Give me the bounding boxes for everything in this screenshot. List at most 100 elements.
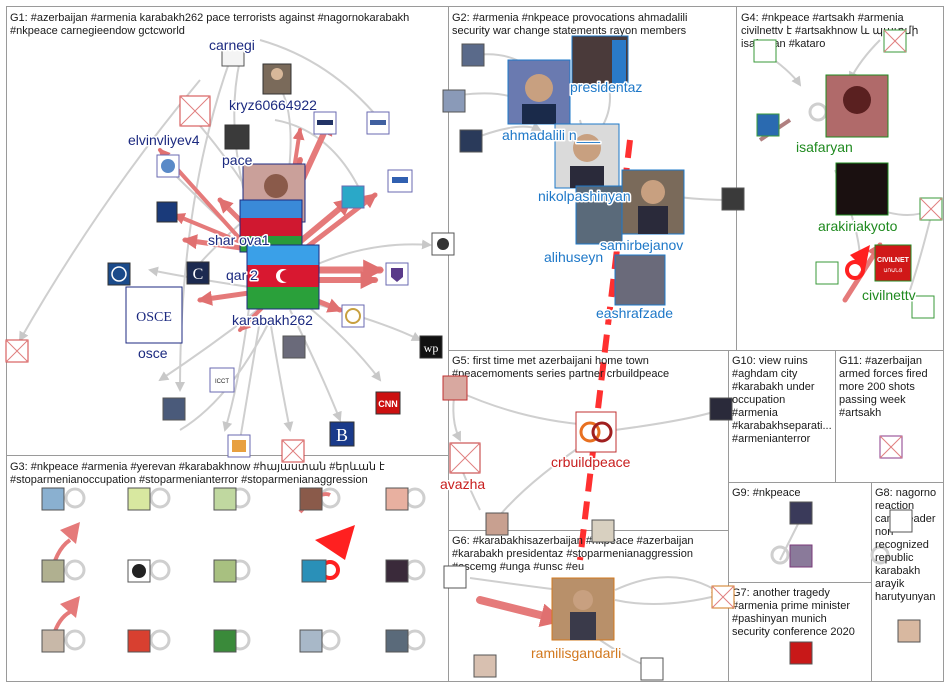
label-osce: osce (138, 345, 168, 361)
node-flag-az-karabakh262[interactable] (246, 244, 320, 310)
node-photo-arakiriakyoto[interactable] (835, 162, 889, 216)
node-avatar[interactable] (385, 629, 409, 653)
node-avatar[interactable] (299, 487, 323, 511)
group-title-g9: G9: #nkpeace (732, 487, 801, 499)
group-title-g6: G6: #karabakhisazerbaijan #nkpeace #azer… (452, 535, 694, 573)
node-logo-un[interactable] (107, 262, 131, 286)
node-avatar[interactable] (299, 629, 323, 653)
node-avatar[interactable] (721, 187, 745, 211)
node-avatar[interactable] (485, 512, 509, 536)
node-avatar[interactable] (789, 544, 813, 568)
node-avatar[interactable] (911, 295, 935, 319)
node-photo-alihuseyn[interactable] (575, 185, 623, 245)
arrow-red-g3b (60, 522, 80, 544)
label-presidentaz: presidentaz (570, 79, 642, 95)
node-avatar[interactable] (789, 501, 813, 525)
group-title-g2: G2: #armenia #nkpeace provocations ahmad… (452, 12, 687, 37)
node-logo[interactable] (341, 185, 365, 209)
label-crbuild: crbuildpeace (551, 454, 631, 470)
label-nikol: nikolpashinyan (538, 188, 631, 204)
label-elvin: elvinvliyev4 (128, 132, 200, 148)
node-logo-crbuildpeace[interactable] (575, 411, 617, 453)
nodes-g2 (442, 35, 745, 306)
label-pace: pace (222, 152, 253, 168)
label-civilnettv: civilnettv (862, 287, 916, 303)
node-avatar[interactable] (753, 39, 777, 63)
group-title-g5: G5: first time met azerbaijani home town… (452, 355, 669, 380)
label-alihu: alihuseyn (544, 249, 603, 265)
label-ramilis: ramilisgandarli (531, 645, 621, 661)
node-avatar[interactable] (301, 559, 327, 583)
label-samir: samirbejanov (600, 237, 683, 253)
b-logo-text: B (336, 425, 348, 445)
node-avatar[interactable] (127, 487, 151, 511)
node-avatar[interactable] (213, 559, 237, 583)
node-avatar[interactable] (756, 113, 780, 137)
node-avatar[interactable] (41, 559, 65, 583)
node-avatar[interactable] (442, 375, 468, 401)
node-photo-eashrafzade[interactable] (614, 254, 666, 306)
node-avatar-pace[interactable] (224, 124, 250, 150)
node-avatar[interactable] (162, 397, 186, 421)
node-avatar[interactable] (789, 641, 813, 665)
node-logo-b[interactable] (329, 421, 355, 447)
nodes-g5-g11 (442, 375, 921, 681)
node-logo-wp[interactable] (419, 335, 443, 359)
group-title-g10: G10: view ruins#aghdam city#karabakh und… (732, 355, 832, 445)
label-carnegi: carnegi (209, 37, 255, 53)
osce-logo-text: OSCE (136, 310, 172, 325)
group-titles: G1: #azerbaijan #armenia karabakh262 pac… (10, 12, 936, 638)
node-avatar[interactable] (213, 629, 237, 653)
node-avatar[interactable] (41, 487, 65, 511)
arrow-red-g3 (315, 525, 355, 560)
node-avatar[interactable] (127, 629, 151, 653)
node-avatar[interactable] (213, 487, 237, 511)
cnn-logo-text: CNN (378, 399, 398, 409)
node-avatar[interactable] (897, 619, 921, 643)
node-avatar[interactable] (461, 43, 485, 67)
nodes-g1: C OSCE wp ICCT CNN B (5, 43, 455, 463)
label-ahmadalili: ahmadalili n___ (502, 127, 600, 143)
group-box-g7 (728, 582, 872, 682)
node-avatar[interactable] (709, 397, 733, 421)
node-avatar[interactable] (473, 654, 497, 678)
node-avatar[interactable] (443, 565, 467, 589)
civilnet-logo-text: CIVILNET (877, 257, 910, 264)
nodes-g4: CIVILNET ԱՌԱՆՑ (753, 29, 943, 319)
node-avatar[interactable] (591, 519, 615, 543)
node-avatar[interactable] (221, 43, 245, 67)
node-avatar[interactable] (385, 559, 409, 583)
label-karabakh262: karabakh262 (232, 312, 313, 328)
node-logo-c[interactable] (186, 261, 210, 285)
group-title-g7: G7: another tragedy#armenia prime minist… (732, 587, 855, 638)
logo-c-text: C (193, 266, 204, 283)
node-avatar[interactable] (459, 129, 483, 153)
node-avatar[interactable] (815, 261, 839, 285)
node-avatar[interactable] (282, 335, 306, 359)
group-title-g1: G1: #azerbaijan #armenia karabakh262 pac… (10, 12, 409, 37)
node-avatar[interactable] (640, 657, 664, 681)
wp-logo-text: wp (424, 341, 439, 355)
node-avatar[interactable] (889, 509, 913, 533)
label-avazha: avazha (440, 476, 485, 492)
node-avatar[interactable] (442, 89, 466, 113)
label-sharova: shar ova1 (208, 232, 270, 248)
label-isafaryan: isafaryan (796, 139, 853, 155)
node-avatar[interactable] (41, 629, 65, 653)
nodes-g3 (41, 487, 409, 653)
node-osce[interactable] (125, 286, 183, 344)
node-logo-cnn[interactable] (375, 391, 401, 415)
vertex-labels: carnegi kryz60664922 elvinvliyev4 pace s… (127, 36, 918, 663)
node-avatar[interactable] (385, 487, 409, 511)
label-eashraf: eashrafzade (596, 305, 673, 321)
node-logo-civilnet[interactable] (874, 244, 912, 282)
label-qar: qar 2 (226, 267, 258, 283)
node-logo[interactable] (156, 201, 178, 223)
label-arakiri: arakiriakyoto (818, 218, 898, 234)
node-logo-icct[interactable] (209, 367, 235, 393)
group-title-g3: G3: #nkpeace #armenia #yerevan #karabakh… (10, 461, 385, 486)
arrow-red-g4 (850, 245, 870, 270)
